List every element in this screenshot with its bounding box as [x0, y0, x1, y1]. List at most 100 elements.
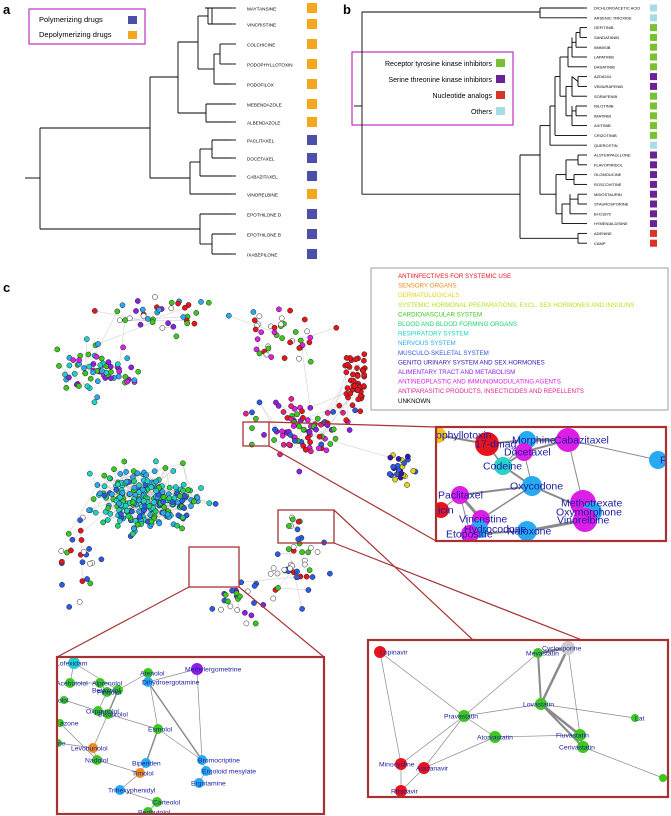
zoom-node-label: Dihydroergotamine: [142, 679, 200, 686]
network-node: [410, 468, 417, 474]
network-node: [175, 512, 182, 519]
zoom-node: [141, 758, 151, 768]
network-node: [281, 355, 288, 361]
network-node: [159, 325, 166, 331]
panel-a-legend-swatch-0: [128, 16, 137, 24]
zoom-node-label: Fluvastatin: [556, 732, 589, 739]
zoom-node-label: Lofexidam: [56, 660, 88, 667]
network-node: [136, 513, 143, 520]
network-node: [212, 501, 219, 507]
panel-b-leaf-swatch: [650, 220, 657, 228]
zoom-node-label: Oxymorphone: [556, 507, 622, 519]
zoom-node: [395, 785, 407, 797]
panel-a-leaf-swatch: [307, 171, 317, 181]
network-node: [133, 308, 139, 314]
network-node: [233, 590, 240, 597]
network-node: [79, 578, 86, 584]
zoom-node-label: Levobunolol: [71, 745, 108, 752]
network-edge: [104, 475, 109, 509]
network-node: [222, 592, 229, 598]
network-node: [148, 518, 155, 525]
zoom-edge: [400, 715, 465, 765]
network-node: [114, 481, 121, 488]
network-node: [184, 320, 191, 327]
network-node: [91, 399, 98, 406]
network-node: [251, 317, 258, 324]
panel-a-leaf-label: DOCETAXEL: [247, 157, 275, 162]
zoom-node-label: Biperiden: [132, 760, 161, 767]
panel-b-leaf-label: DICHLOROACETIC ACID: [594, 6, 640, 11]
zoom-node-label: Ergotamine: [191, 780, 226, 787]
network-node: [131, 478, 137, 484]
network-node: [285, 546, 292, 552]
network-node: [174, 522, 181, 529]
network-node: [140, 313, 147, 319]
network-node: [343, 369, 350, 376]
zoom-bottom-right-nodes: LopinavirCyclosporineMevastatinPravastat…: [374, 641, 668, 797]
panel-a-leaf-label: PODOFILOX: [247, 83, 274, 88]
network-edge: [228, 315, 275, 333]
network-node: [340, 409, 346, 416]
network-node: [185, 487, 191, 493]
network-edge: [152, 307, 186, 320]
zoom-node: [556, 428, 580, 452]
panel-b-leaf-label: AXITINIB: [594, 123, 611, 128]
network-node: [78, 537, 85, 543]
panel-b-letter: b: [343, 2, 351, 17]
panel-b-leaf-label: QUERCETIN: [594, 143, 618, 148]
zoom-node-label: ne: [58, 740, 66, 747]
network-edge: [97, 484, 161, 497]
network-node: [59, 581, 65, 588]
network-edge: [68, 484, 98, 534]
panel-b-legend-swatch-0: [496, 59, 505, 67]
network-node: [126, 315, 133, 322]
zoom-edge: [540, 703, 636, 719]
network-node: [307, 334, 314, 341]
network-node: [86, 470, 93, 477]
network-node: [101, 492, 108, 499]
network-node: [252, 620, 259, 627]
network-node: [90, 496, 97, 502]
highlight-box-bottom-right: [277, 509, 335, 544]
zoom-edge: [117, 672, 149, 691]
network-node: [146, 503, 153, 510]
network-edge: [78, 366, 111, 387]
network-node: [139, 486, 146, 493]
zoom-bottom-right: LopinavirCyclosporineMevastatinPravastat…: [366, 638, 670, 799]
network-edge: [278, 587, 309, 591]
network-node: [263, 351, 270, 358]
network-node: [77, 527, 84, 534]
panel-b-leaf-label: ROSCOVITINE: [594, 182, 622, 187]
panel-a-leaves: MAYTANSINEVINCRISTINECOLCHICINEPODOPHYLL…: [247, 3, 317, 259]
panel-b-leaf-swatch: [650, 229, 657, 237]
network-node: [198, 485, 204, 491]
network-node: [318, 421, 324, 428]
network-node: [98, 355, 105, 362]
network-node: [303, 573, 310, 580]
panel-a-leaf-label: PACLITAXEL: [247, 139, 275, 144]
network-node: [395, 456, 402, 462]
zoom-edge: [147, 681, 203, 761]
network-node: [114, 523, 121, 529]
network-node: [121, 458, 128, 465]
network-node: [165, 320, 171, 327]
panel-a-legend-label-1: Depolymerizing drugs: [39, 30, 112, 39]
network-node: [309, 574, 316, 580]
panel-c-legend-entry: NERVOUS SYSTEM: [398, 340, 456, 347]
network-node: [286, 523, 292, 529]
network-node: [302, 446, 309, 453]
panel-b-legend-swatch-3: [496, 107, 505, 115]
network-node: [83, 336, 90, 342]
panel-b-leaf-swatch: [650, 122, 657, 130]
zoom-edge: [59, 722, 98, 761]
network-node: [123, 469, 129, 475]
panel-a-leaf-swatch: [307, 99, 317, 109]
zoom-edge: [119, 789, 158, 803]
network-node: [86, 546, 92, 552]
network-node: [162, 465, 169, 471]
panel-c-legend-entry: SYSTEMIC HORMONAL PREPARATIONS, EXCL. SE…: [398, 302, 634, 309]
panel-a-leaf-label: MAYTANSINE: [247, 7, 276, 12]
network-node: [115, 373, 122, 380]
network-node: [294, 574, 301, 581]
panel-b-leaf-label: VEMURAFENIB: [594, 84, 623, 89]
